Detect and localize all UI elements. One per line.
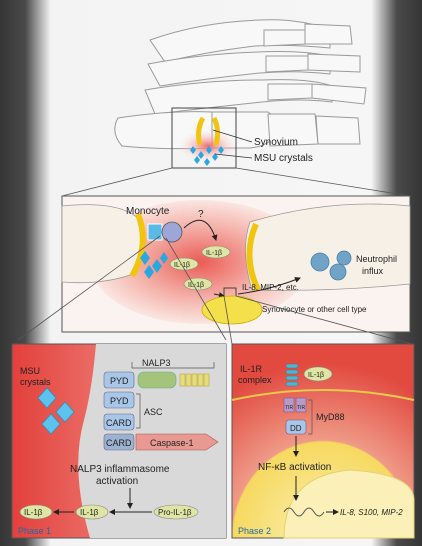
neutrophil-label-2: influx [362,266,384,276]
zoom-line-left [62,168,172,196]
il1r-label-2: complex [238,375,272,385]
neutrophil-label-1: Neutrophil [356,254,397,264]
joint-panel: Monocyte ? IL-1β IL-1β IL-1β IL-8, MIP-2… [62,196,410,332]
pyd-top-label: PYD [110,376,129,386]
phase2-panel: IL-1R complex IL-1β TIR TIR DD MyD88 NF-… [232,344,414,538]
msu-crystals-label: MSU crystals [254,153,313,164]
msu-label-2: crystals [20,377,51,387]
phase1-label: Phase 1 [18,526,51,536]
msu-label-1: MSU [20,366,40,376]
il1r-label-1: IL-1R [240,364,263,374]
monocyte-label: Monocyte [126,206,170,217]
card-top-label: CARD [106,418,132,428]
chemokine-label: IL-8, MIP-2, etc. [242,283,299,292]
zoom-line-right [236,168,410,196]
il1b-label-1: IL-1β [206,250,222,257]
phase2-label: Phase 2 [238,526,271,536]
synoviocyte-cell [202,296,262,324]
caspase-label: Caspase-1 [150,438,194,448]
lrr-domain [180,374,209,386]
nalp3-label: NALP3 [142,358,171,368]
activation-label-1: NALP3 inflammasome [70,464,170,475]
foot-skeleton [115,20,366,149]
il1b-ligand-label: IL-1β [308,372,324,379]
synoviocyte-label: Synoviocyte or other cell type [262,305,367,314]
il1b-mid-label: IL-1β [80,508,99,517]
target-genes-label: IL-8, S100, MIP-2 [340,508,403,517]
tir-label-1: TIR [285,405,293,411]
myd88-label: MyD88 [316,412,345,422]
phase1-panel: MSU crystals NALP3 PYD PYD CARD ASC CARD… [12,344,226,538]
bone-right [245,204,410,290]
question-mark: ? [198,209,204,220]
card-bottom-label: CARD [106,438,132,448]
nfkb-label: NF-κB activation [258,462,331,473]
pro-il1b-label: Pro-IL-1β [158,508,192,517]
dd-label: DD [290,424,302,433]
synovium-label: Synovium [254,137,298,148]
asc-label: ASC [144,407,163,417]
monocyte [148,222,182,242]
tir-label-2: TIR [297,405,305,411]
activation-label-2: activation [96,476,138,487]
pyd-bottom-label: PYD [110,396,129,406]
il1b-left-label: IL-1β [24,508,43,517]
il1b-label-3: IL-1β [188,282,204,289]
nacht-domain [138,372,176,388]
